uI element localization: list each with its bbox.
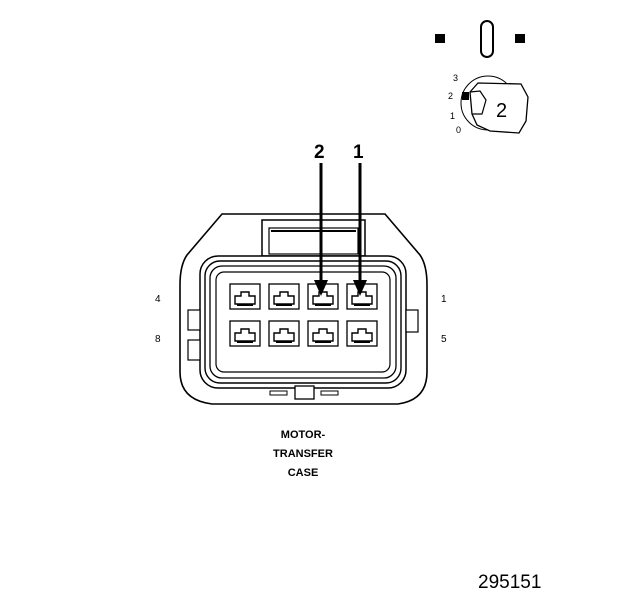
housing-frame-2 (204, 260, 402, 384)
callout-label-1: 1 (353, 142, 364, 163)
callout-label-2: 2 (314, 142, 325, 163)
housing-left-tab-top (187, 309, 201, 331)
position-indicator (462, 92, 469, 100)
position-label-2: 2 (448, 91, 453, 101)
terminal-cavity (229, 283, 261, 310)
housing-bottom-mark-center (294, 385, 315, 400)
terminal-cavities (229, 283, 378, 347)
terminal-cavity (346, 320, 378, 347)
position-key-notch (469, 90, 487, 115)
position-key-number: 2 (496, 100, 507, 122)
terminal-cavity (307, 320, 339, 347)
caption-line-2: TRANSFER (273, 448, 333, 460)
key-left-marker (435, 34, 445, 43)
callout-arrow-2: 2 (314, 142, 328, 296)
key-center-slot (480, 20, 494, 58)
pin-label-bottom-left: 8 (155, 334, 161, 345)
orientation-key (435, 20, 525, 58)
caption-line-1: MOTOR- (281, 429, 326, 441)
figure-id: 295151 (478, 572, 541, 593)
housing-right-tab (405, 309, 419, 333)
housing-bottom-mark-left (269, 390, 288, 396)
housing-frame-4 (215, 271, 391, 373)
terminal-cavity (268, 320, 300, 347)
housing-bottom-mark-right (320, 390, 339, 396)
position-key-tab (469, 82, 529, 134)
housing-frame-3 (209, 265, 397, 379)
terminal-cavity (268, 283, 300, 310)
housing-latch-inner (268, 227, 359, 255)
pin-label-top-left: 4 (155, 294, 161, 305)
terminal-cavity (229, 320, 261, 347)
pin-label-top-right: 1 (441, 294, 447, 305)
pin-label-bottom-right: 5 (441, 334, 447, 345)
key-right-marker (515, 34, 525, 43)
terminal-cavity (307, 283, 339, 310)
position-label-3: 3 (453, 73, 458, 83)
connector-housing (179, 213, 428, 405)
callout-arrow-1: 1 (353, 142, 367, 296)
position-label-1: 1 (450, 111, 455, 121)
housing-left-tab-bottom (187, 339, 201, 361)
position-key: 3 2 1 0 2 (448, 73, 529, 135)
caption-line-3: CASE (288, 467, 319, 479)
position-label-0: 0 (456, 125, 461, 135)
